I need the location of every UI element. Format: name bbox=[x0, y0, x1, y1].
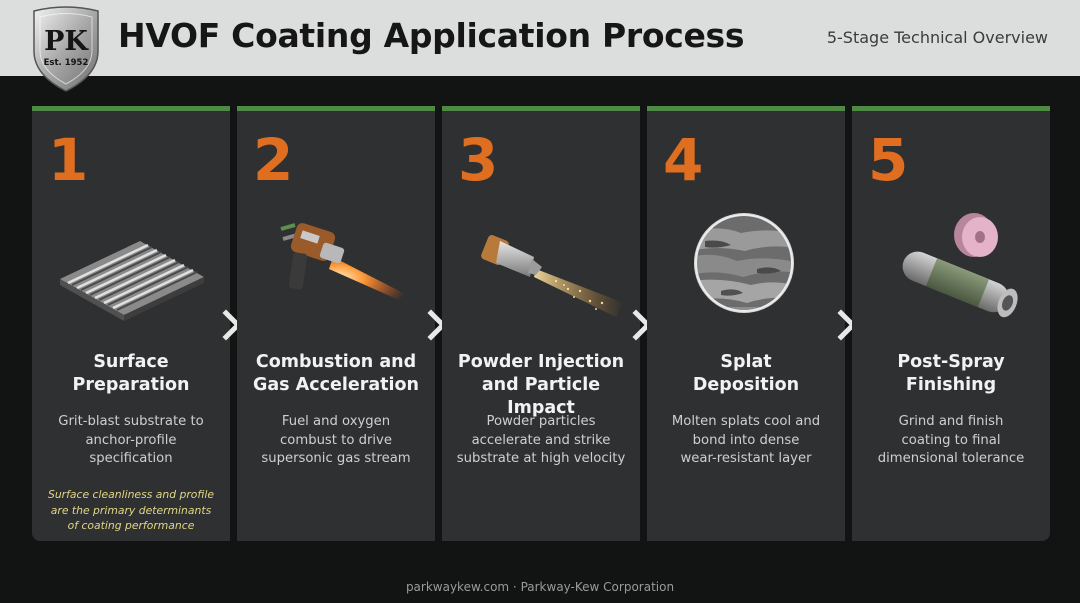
header-bar: PK Est. 1952 HVOF Coating Application Pr… bbox=[0, 0, 1080, 92]
stage-description: Molten splats cool and bond into dense w… bbox=[671, 414, 821, 466]
stage-title: Surface Preparation bbox=[72, 352, 190, 395]
stage-3-card: 3 Powder Injection and Particle Impact P… bbox=[442, 106, 640, 541]
stage-4-card: 4 Splat Deposition Molten splats cool an… bbox=[647, 106, 845, 541]
stage-title: Combustion and Gas Acceleration bbox=[253, 352, 419, 395]
nozzle-particle-stream-icon bbox=[481, 235, 624, 317]
stage-2-card: 2 Combustion and Gas Acceleration Fuel a… bbox=[237, 106, 435, 541]
grit-blasted-plate-icon bbox=[60, 241, 204, 321]
logo-est: Est. 1952 bbox=[44, 58, 89, 68]
spray-gun-icon bbox=[280, 223, 411, 301]
stage-description: Fuel and oxygen combust to drive superso… bbox=[261, 414, 411, 466]
stage-number: 1 bbox=[48, 126, 89, 194]
stage-description: Grit-blast substrate to anchor-profile s… bbox=[58, 414, 204, 466]
stage-number: 5 bbox=[868, 126, 909, 194]
stage-note: Surface cleanliness and profile are the … bbox=[47, 488, 215, 532]
grinding-wheel-icon bbox=[902, 213, 1018, 318]
stage-number: 2 bbox=[253, 126, 294, 194]
stage-description: Grind and finish coating to final dimens… bbox=[877, 414, 1025, 466]
page-subtitle: 5-Stage Technical Overview bbox=[826, 28, 1048, 47]
stage-title: Splat Deposition bbox=[692, 352, 800, 395]
stage-5-card: 5 Post-Spray Finishing Grind and finish … bbox=[852, 106, 1050, 541]
footer-credit: parkwaykew.com · Parkway-Kew Corporation bbox=[405, 580, 675, 594]
page-title: HVOF Coating Application Process bbox=[118, 16, 745, 55]
stage-1-card: 1 Surface Preparation Grit-blast substra… bbox=[32, 106, 230, 541]
stage-number: 4 bbox=[663, 126, 704, 194]
stage-title: Post-Spray Finishing bbox=[897, 352, 1005, 395]
stage-title: Powder Injection and Particle Impact bbox=[457, 352, 625, 418]
stage-number: 3 bbox=[458, 126, 499, 194]
splat-microstructure-icon bbox=[694, 213, 794, 313]
stage-description: Powder particles accelerate and strike s… bbox=[456, 414, 626, 466]
company-logo: PK Est. 1952 bbox=[33, 6, 99, 92]
logo-monogram: PK bbox=[44, 26, 89, 57]
